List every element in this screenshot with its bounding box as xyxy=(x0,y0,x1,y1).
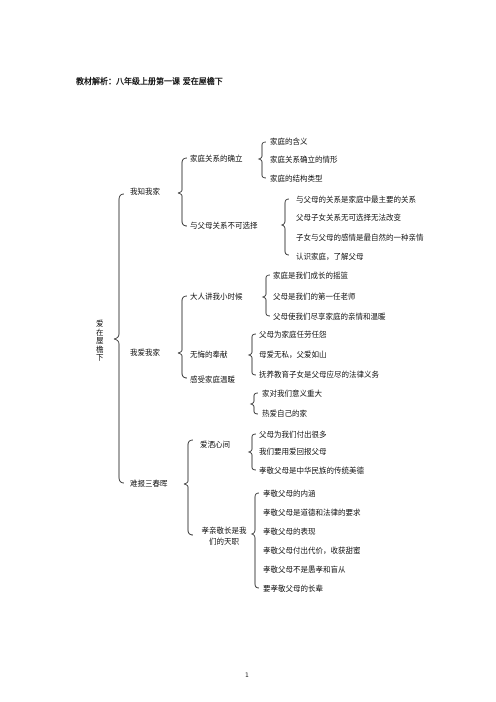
branch-2-sub-2-label: 无悔的奉献 xyxy=(190,350,228,359)
b3s1-brace xyxy=(247,433,257,471)
list-item: 家庭的含义 xyxy=(270,137,308,146)
root-brace xyxy=(113,193,125,484)
branch-1-sub-2-label: 与父母关系不可选择 xyxy=(190,221,258,230)
list-item: 认识家庭，了解父母 xyxy=(296,252,364,261)
b1s1-brace xyxy=(257,141,267,179)
page-title: 教材解析：八年级上册第一课 爱在屋檐下 xyxy=(76,77,223,86)
list-item: 抚养教育子女是父母应尽的法律义务 xyxy=(259,370,379,379)
branch-2-sub-1-label: 大人讲我小时候 xyxy=(190,292,243,301)
branch-2-label: 我爱我家 xyxy=(130,348,160,357)
list-item: 孝敬父母付出代价，收获甜蜜 xyxy=(263,546,361,555)
branch-1-sub-1-label: 家庭关系的确立 xyxy=(190,154,243,163)
b2s2-brace xyxy=(247,333,257,376)
list-item: 孝敬父母是道德和法律的要求 xyxy=(263,508,361,517)
b3-brace xyxy=(183,439,194,536)
list-item: 孝敬父母是中华民族的传统美德 xyxy=(259,466,364,475)
list-item: 父母子女关系无可选择无法改变 xyxy=(296,213,401,222)
list-item: 要孝敬父母的长辈 xyxy=(263,584,323,593)
list-item: 与父母的关系是家庭中最主要的关系 xyxy=(296,195,416,204)
list-item: 父母使我们尽享家庭的亲情和温暖 xyxy=(273,312,386,321)
b3s2-brace xyxy=(250,492,260,589)
branch-3-sub-1-label: 爱洒心间 xyxy=(200,440,230,449)
root-node: 爱在屋檐下 xyxy=(96,319,104,362)
list-item: 孝敬父母的表现 xyxy=(263,527,316,536)
list-item: 家庭的结构类型 xyxy=(270,174,323,183)
list-item: 家庭关系确立的情形 xyxy=(270,155,338,164)
list-item: 父母为家庭任劳任怨 xyxy=(259,330,327,339)
branch-3-label: 难报三春晖 xyxy=(130,479,168,488)
list-item: 家对我们意义重大 xyxy=(262,389,322,398)
list-item: 孝敬父母的内涵 xyxy=(263,489,316,498)
list-item: 母爱无私，父爱如山 xyxy=(259,350,327,359)
b1-brace xyxy=(177,157,188,227)
b2s3-brace xyxy=(249,392,259,415)
branch-2-sub-3-label: 感受家庭温暖 xyxy=(190,375,235,384)
b1s2-brace xyxy=(280,198,290,256)
list-item: 父母是我们的第一任老师 xyxy=(273,292,356,301)
list-item: 子女与父母的感情是最自然的一种亲情 xyxy=(296,233,424,242)
list-item: 父母为我们付出很多 xyxy=(259,430,327,439)
branch-3-sub-2-label: 孝亲敬长是我们的天职 xyxy=(201,526,247,546)
b2s1-brace xyxy=(261,274,271,317)
branch-1-label: 我知我家 xyxy=(130,187,160,196)
b2-brace xyxy=(177,295,188,379)
page-number: 1 xyxy=(245,672,249,679)
list-item: 热爱自己的家 xyxy=(262,409,307,418)
list-item: 孝敬父母不是愚孝和盲从 xyxy=(263,565,346,574)
list-item: 我们要用爱回报父母 xyxy=(259,447,327,456)
list-item: 家庭是我们成长的摇篮 xyxy=(273,271,348,280)
